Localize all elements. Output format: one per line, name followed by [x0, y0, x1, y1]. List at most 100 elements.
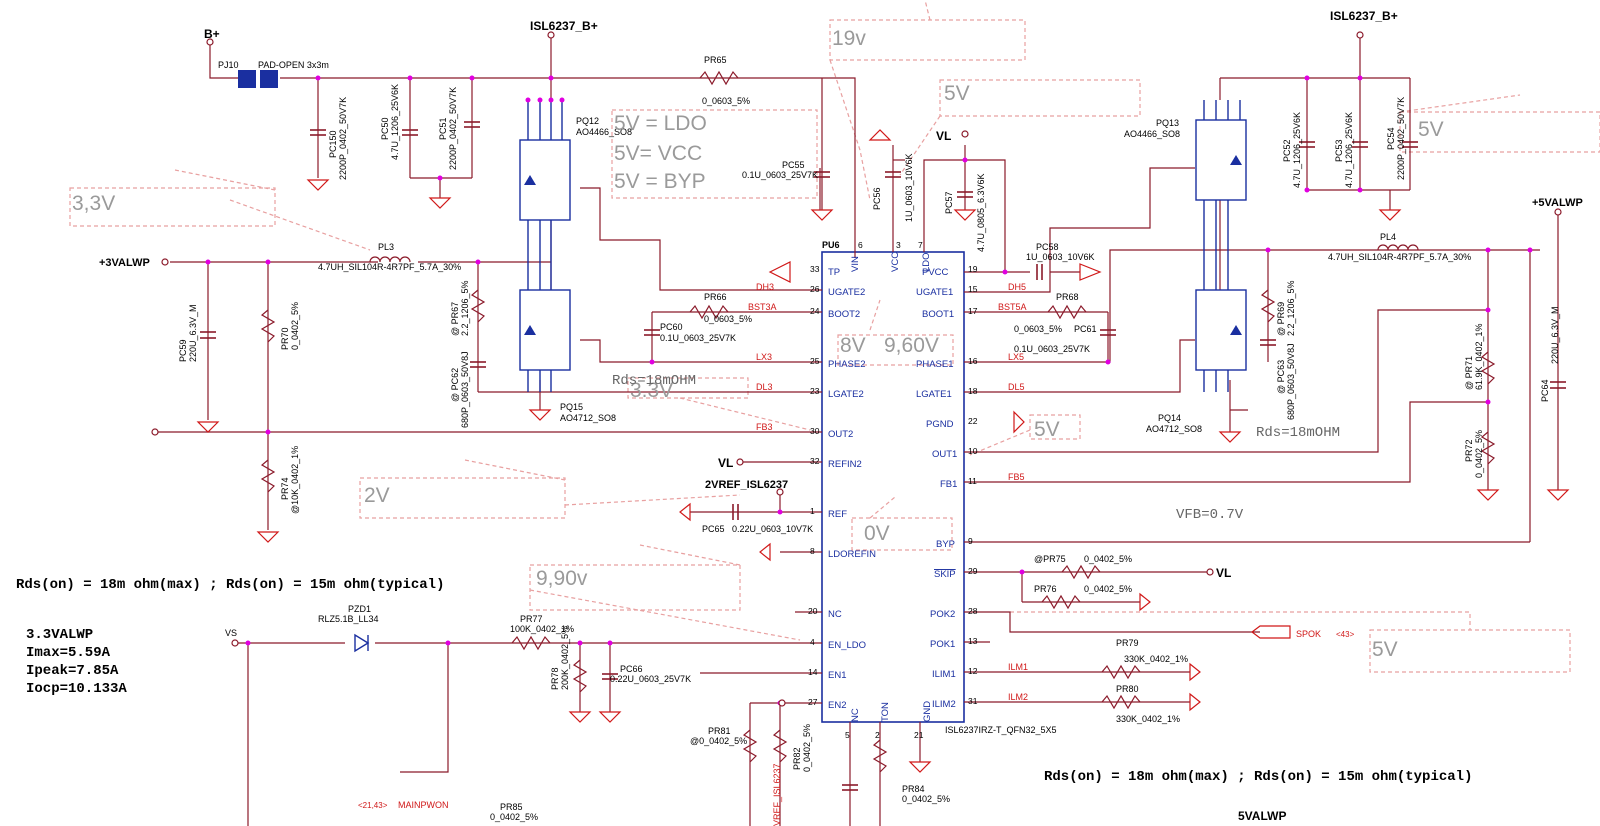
- pin-ugate1-num: 15: [968, 284, 978, 294]
- pc57-ref: PC57: [944, 191, 954, 214]
- pc66-val: 0.22U_0603_25V7K: [610, 674, 691, 684]
- pr78-ref: PR78: [550, 667, 560, 690]
- pc64-ref: PC64: [1540, 379, 1550, 402]
- ann-990v: 9,90v: [536, 567, 588, 590]
- pin-vin-num: 6: [858, 240, 863, 250]
- pin-ugate2-num: 26: [810, 284, 820, 294]
- pin-lgate2-num: 23: [810, 386, 820, 396]
- pin-nc-bottom-num: 5: [845, 730, 850, 740]
- pr70-val: 0_0402_5%: [290, 302, 300, 350]
- pin-ldo-num: 7: [918, 240, 923, 250]
- ann-ldo-2: 5V= VCC: [614, 142, 702, 165]
- spok-label: SPOK: [1296, 629, 1321, 639]
- pin-gnd-name: GND: [922, 701, 933, 722]
- pr77-val: 100K_0402_1%: [510, 624, 574, 634]
- vl-refin-label: VL: [718, 456, 733, 470]
- pin-pok2-name: POK2: [930, 609, 955, 620]
- pc56-val: 1U_0603_10V6K: [904, 153, 914, 222]
- vl-skip-label: VL: [1216, 566, 1231, 580]
- pc54-val: 2200P_0402_50V7K: [1396, 97, 1406, 180]
- pin-out1-num: 10: [968, 446, 978, 456]
- pr75-ref: @PR75: [1034, 554, 1066, 564]
- pr65-ref: PR65: [704, 55, 727, 65]
- net-dh5: DH5: [1008, 282, 1026, 292]
- pin-boot2-num: 24: [810, 306, 820, 316]
- pin-phase1-name: PHASE1: [916, 359, 954, 370]
- pr70-ref: PR70: [280, 327, 290, 350]
- bplus-label: B+: [204, 27, 220, 41]
- pc58-ref: PC58: [1036, 242, 1059, 252]
- pl3-ref: PL3: [378, 242, 394, 252]
- ann-0v: 0V: [864, 522, 890, 545]
- pj10-ref: PJ10: [218, 60, 239, 70]
- pin-byp-name: BYP: [936, 539, 955, 550]
- pin-ldorefin-name: LDOREFIN: [828, 549, 876, 560]
- pin-refin2-num: 32: [810, 456, 820, 466]
- ann-ldo-1: 5V = LDO: [614, 112, 707, 135]
- net-fb3: FB3: [756, 422, 773, 432]
- pin-ref-name: REF: [828, 509, 847, 520]
- text-notes: Rds=18mOHM Rds=18mOHM VFB=0.7V Rds(on) =…: [16, 373, 1472, 785]
- pr77-ref: PR77: [520, 614, 543, 624]
- net-names: DH3 BST3A LX3 DL3 FB3 DH5 BST5A LX5 DL5 …: [748, 282, 1028, 702]
- pin-ilim1-name: ILIM1: [932, 669, 956, 680]
- pin-pgnd-name: PGND: [926, 419, 954, 430]
- note-rds-left: Rds=18mOHM: [612, 373, 696, 389]
- pc62-ref: @ PC62: [450, 368, 460, 402]
- pr79-val: 330K_0402_1%: [1124, 654, 1188, 664]
- ic-labels: PU6 ISL6237IRZ-T_QFN32_5X5 TP 33 UGATE2 …: [808, 240, 1057, 740]
- pr65-val: 0_0603_5%: [702, 96, 750, 106]
- pc63-val: 680P_0603_50V8J: [1286, 343, 1296, 420]
- wires: [155, 38, 1559, 826]
- voltage-annotations: 19v 5V 5V 3,3V 5V = LDO 5V= VCC 5V = BYP…: [72, 27, 1444, 661]
- pr74-ref: PR74: [280, 477, 290, 500]
- pin-en-ldo-name: EN_LDO: [828, 640, 866, 651]
- pin-fb1-name: FB1: [940, 479, 957, 490]
- pin-out1-name: OUT1: [932, 449, 957, 460]
- pin-ugate1-name: UGATE1: [916, 287, 953, 298]
- pr72-val: 0_0402_5%: [1474, 430, 1484, 478]
- power-labels: B+ ISL6237_B+ ISL6237_B+ +3VALWP +5VALWP…: [99, 9, 1583, 823]
- pin-ton-name: TON: [880, 702, 891, 722]
- pc55-ref: PC55: [782, 160, 805, 170]
- pc150-ref: PC150: [328, 130, 338, 158]
- pc50-val: 4.7U_1206_25V6K: [390, 84, 400, 160]
- pin-refin2-name: REFIN2: [828, 459, 862, 470]
- pr68-ref: PR68: [1056, 292, 1079, 302]
- pq15-ref: PQ15: [560, 402, 583, 412]
- net-dl3: DL3: [756, 382, 773, 392]
- note-rdson-left: Rds(on) = 18m ohm(max) ; Rds(on) = 15m o…: [16, 577, 444, 593]
- note-rds-right: Rds=18mOHM: [1256, 425, 1340, 441]
- pin-pok2-num: 28: [968, 606, 978, 616]
- pin-en1-name: EN1: [828, 670, 846, 681]
- mainpwon-ref: <21,43>: [358, 801, 388, 810]
- pr67-val: 2.2_1206_5%: [460, 280, 470, 336]
- ann-5v-pok: 5V: [1372, 638, 1398, 661]
- pin-fb1-num: 11: [968, 476, 977, 486]
- pc50-ref: PC50: [380, 117, 390, 140]
- pin-vcc-name: VCC: [890, 252, 901, 272]
- pin-pgnd-num: 22: [968, 416, 978, 426]
- pc66-ref: PC66: [620, 664, 643, 674]
- pc61-ref: PC61: [1074, 324, 1097, 334]
- pin-out2-num: 30: [810, 426, 820, 436]
- pr84-val: 0_0402_5%: [902, 794, 950, 804]
- pin-gnd-num: 21: [914, 730, 924, 740]
- ann-8v: 8V: [840, 334, 866, 357]
- pin-ref-num: 1: [810, 506, 815, 516]
- net-dh3: DH3: [756, 282, 774, 292]
- pin-en1-num: 14: [808, 667, 818, 677]
- pr74-val: @10K_0402_1%: [290, 446, 300, 514]
- net-fb5: FB5: [1008, 472, 1025, 482]
- pin-vcc-num: 3: [896, 240, 901, 250]
- pin-phase2-num: 25: [810, 356, 820, 366]
- component-labels: PJ10 PAD-OPEN 3x3m PC150 2200P_0402_50V7…: [178, 55, 1560, 826]
- spec-ipeak: Ipeak=7.85A: [26, 663, 119, 679]
- pr66-val: 0_0603_5%: [704, 314, 752, 324]
- pin-nc-bottom-name: NC: [850, 708, 861, 722]
- pl4-val: 4.7UH_SIL104R-4R7PF_5.7A_30%: [1328, 252, 1471, 262]
- pin-lgate2-name: LGATE2: [828, 389, 864, 400]
- pin-ugate2-name: UGATE2: [828, 287, 865, 298]
- pc59-val: 220U_6.3V_M: [188, 304, 198, 362]
- note-vfb: VFB=0.7V: [1176, 507, 1244, 523]
